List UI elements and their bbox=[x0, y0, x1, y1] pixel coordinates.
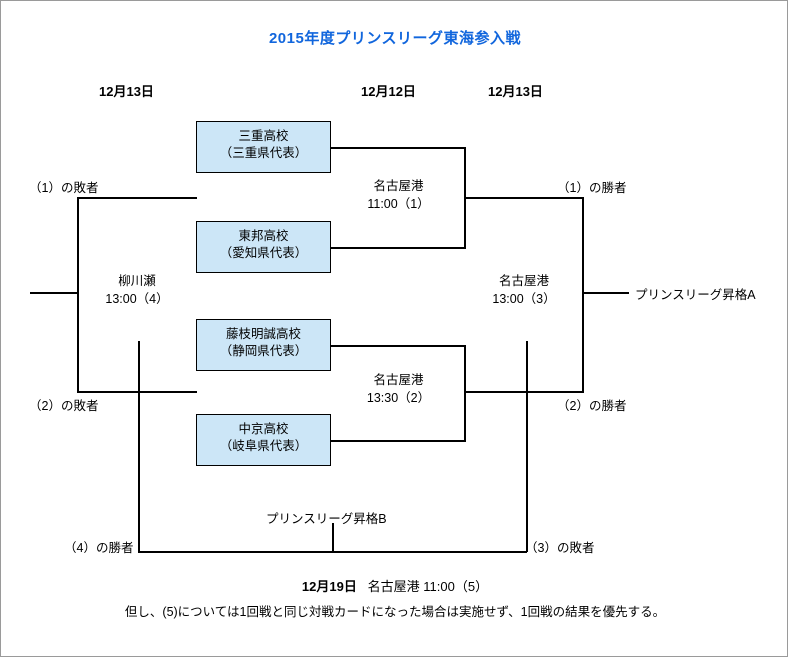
match-time: 13:00（3） bbox=[492, 292, 556, 307]
bracket-line-chukyo-to-match2 bbox=[331, 440, 466, 442]
team-name: 中京高校 bbox=[238, 422, 289, 436]
team-name: 東邦高校 bbox=[238, 229, 289, 243]
label-loser-of-3: （3）の敗者 bbox=[525, 541, 595, 555]
bracket-line-fujieda-to-match2 bbox=[331, 345, 466, 347]
date-header-right: 12月13日 bbox=[488, 84, 543, 99]
footnote: 但し、(5)については1回戦と同じ対戦カードになった場合は実施せず、1回戦の結果… bbox=[124, 605, 666, 619]
bracket-line-mie-to-match1 bbox=[331, 147, 466, 149]
team-box-fujieda-meisei[interactable]: 藤枝明誠高校 （静岡県代表） bbox=[196, 319, 331, 371]
match-label-1: 名古屋港 11:00（1） bbox=[331, 177, 466, 213]
team-box-chukyo[interactable]: 中京高校 （岐阜県代表） bbox=[196, 414, 331, 466]
page-title: 2015年度プリンスリーグ東海参入戦 bbox=[268, 30, 522, 47]
bracket-line-match3-down bbox=[526, 341, 528, 552]
label-loser-of-2: （2）の敗者 bbox=[29, 399, 99, 413]
final-match-date: 12月19日 bbox=[301, 579, 357, 594]
match-time: 13:30（2） bbox=[366, 391, 431, 406]
label-winner-of-1: （1）の勝者 bbox=[557, 181, 627, 195]
label-winner-of-2: （2）の勝者 bbox=[557, 399, 627, 413]
bracket-join-match2 bbox=[464, 345, 466, 441]
label-promotion-a: プリンスリーグ昇格A bbox=[635, 288, 756, 302]
label-winner-of-4: （4）の勝者 bbox=[64, 541, 134, 555]
match-venue: 名古屋港 bbox=[373, 373, 424, 387]
bracket-stem-match5 bbox=[332, 523, 334, 552]
match-venue: 柳川瀬 bbox=[118, 274, 156, 288]
bracket-line-match3-to-promotion-a bbox=[582, 292, 629, 294]
bracket-line-winner2-to-match3 bbox=[464, 391, 584, 393]
match-label-4: 柳川瀬 13:00（4） bbox=[77, 272, 197, 308]
match-label-2: 名古屋港 13:30（2） bbox=[331, 371, 466, 407]
bracket-join-match4 bbox=[77, 197, 79, 392]
date-header-middle: 12月12日 bbox=[361, 84, 416, 99]
team-region: （三重県代表） bbox=[219, 145, 308, 160]
bracket-line-winner1-to-match3 bbox=[464, 197, 584, 199]
bracket-join-match3 bbox=[582, 197, 584, 392]
bracket-line-match4-down bbox=[138, 341, 140, 552]
match-time: 13:00（4） bbox=[105, 292, 169, 307]
bracket-line-toho-to-match1 bbox=[331, 247, 466, 249]
final-match-venue-time: 名古屋港 11:00（5） bbox=[367, 579, 489, 594]
final-match-info: 12月19日 名古屋港 11:00（5） bbox=[1, 576, 788, 595]
bracket-line-loser2-to-match4 bbox=[77, 391, 197, 393]
date-header-left: 12月13日 bbox=[99, 84, 154, 99]
label-loser-of-1: （1）の敗者 bbox=[29, 181, 99, 195]
team-box-toho[interactable]: 東邦高校 （愛知県代表） bbox=[196, 221, 331, 273]
team-name: 藤枝明誠高校 bbox=[225, 327, 301, 341]
match-venue: 名古屋港 bbox=[373, 179, 424, 193]
label-promotion-b: プリンスリーグ昇格B bbox=[266, 512, 387, 526]
bracket-line-loser1-to-match4 bbox=[77, 197, 197, 199]
team-name: 三重高校 bbox=[238, 129, 289, 143]
match-label-3: 名古屋港 13:00（3） bbox=[464, 272, 584, 308]
team-region: （静岡県代表） bbox=[219, 343, 308, 358]
team-region: （愛知県代表） bbox=[219, 245, 308, 260]
team-region: （岐阜県代表） bbox=[219, 438, 308, 453]
bracket-line-match4-out bbox=[30, 292, 78, 294]
team-box-mie[interactable]: 三重高校 （三重県代表） bbox=[196, 121, 331, 173]
match-time: 11:00（1） bbox=[367, 197, 430, 212]
match-venue: 名古屋港 bbox=[498, 274, 549, 288]
